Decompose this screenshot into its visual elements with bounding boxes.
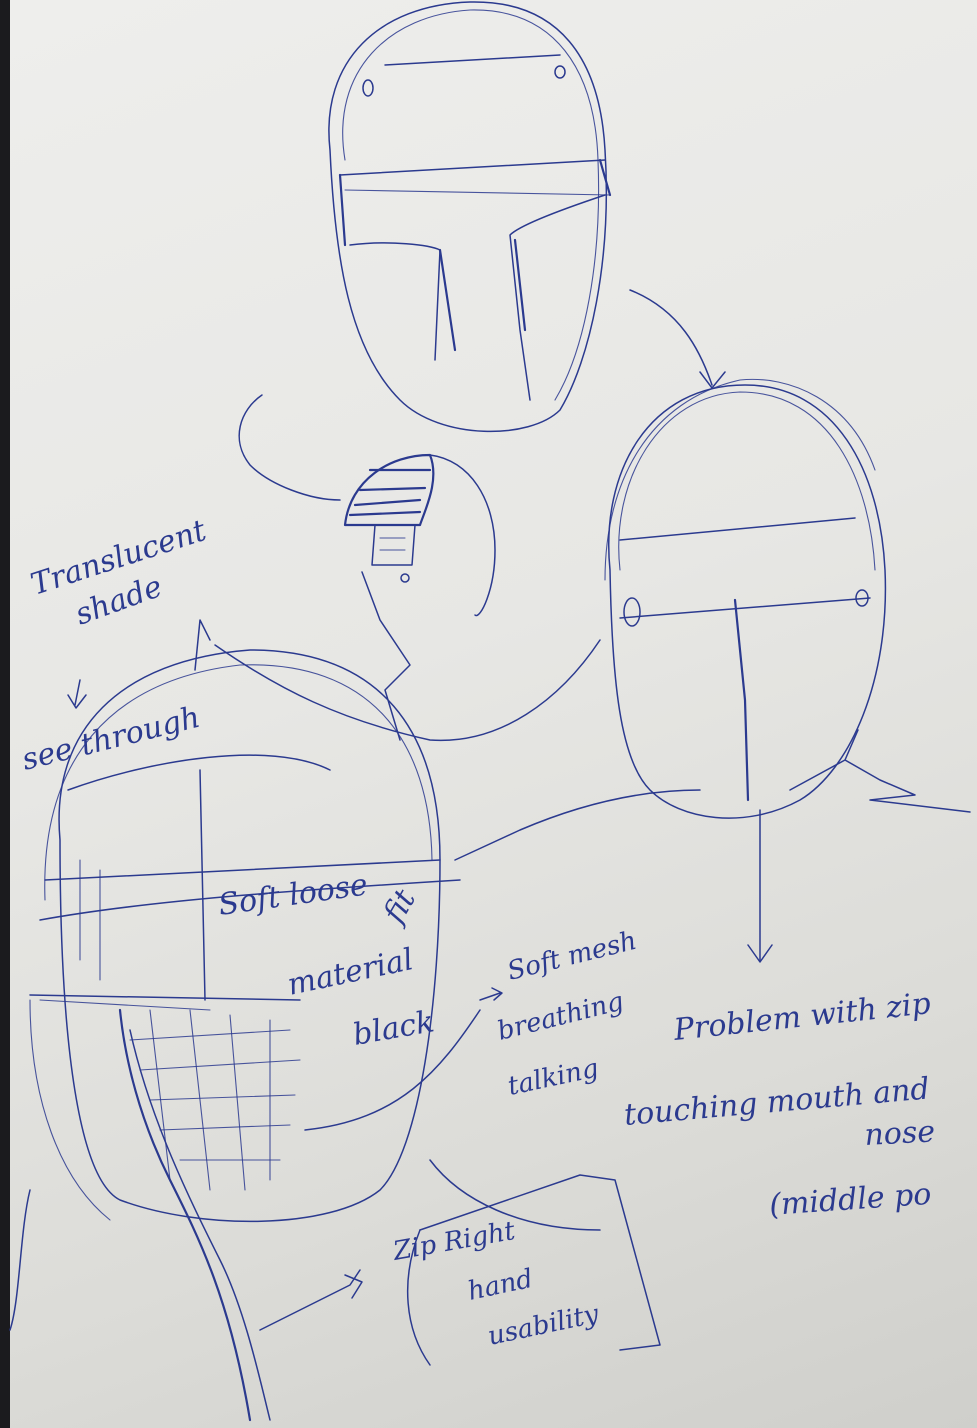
right-head-sketch	[605, 290, 970, 962]
side-profile-sketch	[239, 395, 495, 740]
label-black: black	[350, 1004, 437, 1053]
label-zip-right: Zip Right	[390, 1216, 518, 1267]
label-soft-mesh: Soft mesh	[504, 926, 639, 987]
label-usability: usability	[485, 1299, 601, 1352]
label-material: material	[284, 942, 416, 1003]
label-hand: hand	[465, 1264, 535, 1307]
label-breathing: breathing	[494, 987, 626, 1047]
label-middle: (middle po	[768, 1177, 932, 1223]
top-head-sketch	[329, 2, 610, 431]
label-nose: nose	[864, 1114, 936, 1153]
label-fit: fit	[376, 883, 424, 931]
arrow-to-soft-mesh	[480, 988, 502, 1000]
label-talking: talking	[505, 1053, 601, 1101]
label-problem-zip: Problem with zip	[671, 986, 932, 1048]
label-see-through: see through	[18, 700, 203, 778]
label-soft-loose: Soft loose	[216, 867, 370, 923]
